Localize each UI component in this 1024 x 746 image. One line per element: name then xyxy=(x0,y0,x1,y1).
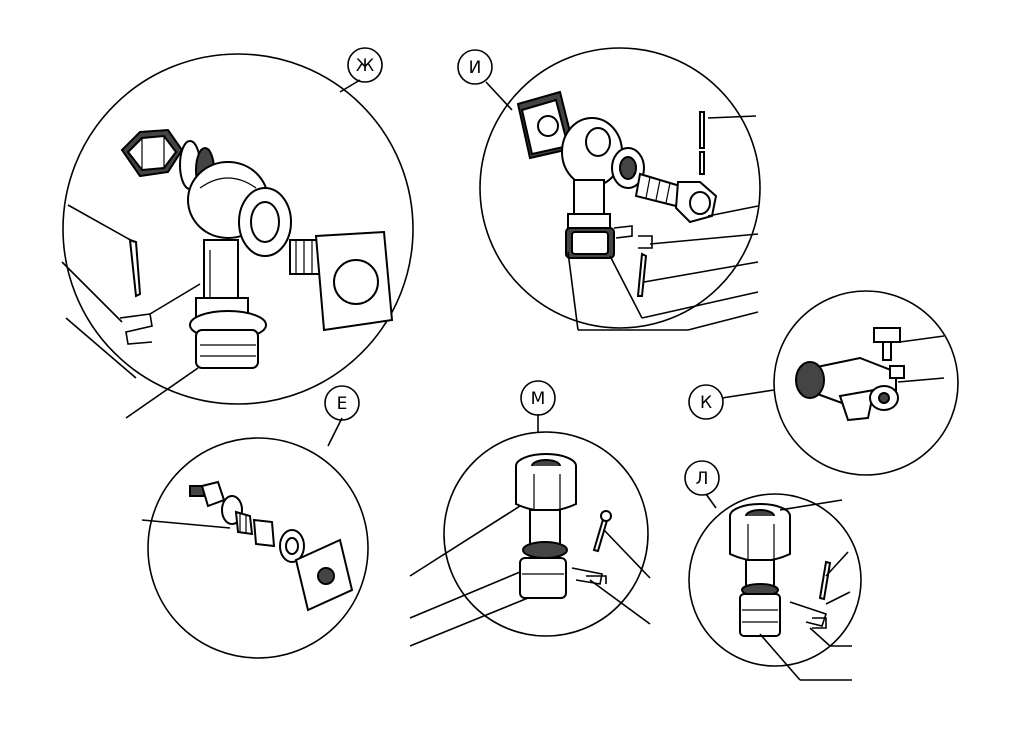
detail-zh-leaders xyxy=(61,204,199,419)
detail-i-circle xyxy=(479,47,761,329)
detail-k-callout-line xyxy=(721,389,775,399)
detail-e: Е xyxy=(141,385,369,659)
detail-i-leaders xyxy=(567,115,759,331)
detail-i-bolt xyxy=(634,172,718,224)
detail-k-label: К xyxy=(700,393,712,413)
detail-i-square-washer xyxy=(516,90,576,160)
detail-zh-hex-nut xyxy=(120,128,184,178)
detail-l-bubble xyxy=(684,460,720,496)
detail-l-cotter-pin xyxy=(818,560,832,601)
detail-l-callout-line xyxy=(705,493,717,509)
detail-e-circle xyxy=(147,437,369,659)
detail-k-bolt xyxy=(873,327,901,361)
detail-zh-bubble xyxy=(347,47,383,83)
detail-m-bubble xyxy=(520,380,556,416)
detail-k-bubble xyxy=(688,384,724,420)
detail-m-cotter-pin xyxy=(592,510,612,553)
detail-i-callout-line xyxy=(485,81,513,111)
detail-k-leaders xyxy=(897,335,945,383)
detail-e-callout-line xyxy=(327,417,343,447)
detail-zh-square-plate xyxy=(289,230,394,332)
detail-i-clip xyxy=(613,225,653,249)
detail-m-stem xyxy=(519,509,568,599)
detail-zh-clip xyxy=(119,283,201,345)
detail-m-clip xyxy=(571,567,607,585)
detail-l-hex-nut xyxy=(729,503,791,562)
detail-m-label: М xyxy=(531,389,546,409)
detail-e-leader xyxy=(141,519,231,529)
detail-m: М xyxy=(409,380,651,647)
detail-k-circle xyxy=(773,290,959,476)
detail-i-banjo xyxy=(561,117,645,189)
detail-e-bolt-assembly xyxy=(189,480,354,612)
detail-l-circle xyxy=(688,493,862,667)
detail-l-clip xyxy=(789,601,828,629)
detail-zh-stem xyxy=(189,239,267,369)
detail-m-circle xyxy=(443,431,649,637)
detail-m-leaders xyxy=(409,505,651,647)
detail-k: К xyxy=(688,290,959,476)
detail-zh: Ж xyxy=(61,47,414,419)
detail-i: И xyxy=(457,47,761,331)
detail-l-leaders xyxy=(759,499,852,681)
detail-l-label: Л xyxy=(696,469,709,489)
detail-i-bubble xyxy=(457,49,493,85)
detail-m-hex-nut xyxy=(515,453,577,512)
detail-zh-circle xyxy=(62,53,414,405)
detail-zh-label: Ж xyxy=(356,56,374,76)
detail-l: Л xyxy=(684,460,862,681)
detail-l-stem xyxy=(739,559,781,637)
detail-e-label: Е xyxy=(337,394,348,414)
detail-zh-callout-line xyxy=(339,79,361,93)
detail-zh-cotter-pin xyxy=(128,238,142,298)
detail-i-cotter-pin xyxy=(636,111,705,297)
detail-i-stem xyxy=(565,179,615,259)
detail-k-bracket xyxy=(795,356,905,422)
detail-zh-banjo xyxy=(187,161,292,257)
detail-e-bubble xyxy=(324,385,360,421)
detail-i-label: И xyxy=(469,58,482,78)
